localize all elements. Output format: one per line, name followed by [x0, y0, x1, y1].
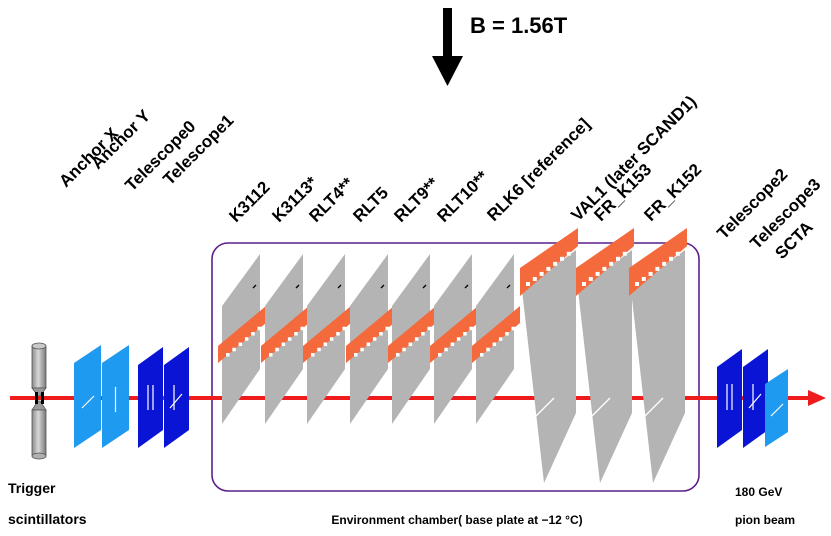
module-small — [261, 254, 309, 424]
anchor-x-plane — [74, 345, 101, 448]
module-label: K3112 — [225, 178, 273, 226]
module-small — [303, 254, 351, 424]
chamber-label: Environment chamber( base plate at −12 °… — [331, 513, 582, 527]
module-label: RLT5 — [349, 183, 392, 226]
trigger-scintillators — [31, 342, 47, 460]
module-small — [388, 254, 436, 424]
beam-label-line1: 180 GeV — [735, 485, 782, 499]
module-small — [472, 254, 520, 424]
beam-label-line2: pion beam — [735, 513, 795, 527]
environment-chamber — [211, 242, 700, 492]
module-label: RLT9** — [390, 174, 442, 226]
module-large — [576, 228, 634, 483]
module-small — [430, 254, 478, 424]
module-small — [346, 254, 394, 424]
trigger-label-line1: Trigger — [8, 480, 56, 496]
telescope0-plane — [138, 347, 163, 448]
telescope3-plane — [743, 349, 768, 448]
module-small — [218, 254, 266, 424]
scta-plane — [765, 369, 788, 447]
telescope1-plane — [164, 347, 189, 448]
beam-arrow-icon — [808, 390, 826, 406]
module-large — [520, 228, 578, 483]
telescope2-plane — [717, 349, 742, 448]
detector-modules — [218, 228, 687, 483]
magnetic-field-label: B = 1.56T — [470, 13, 568, 38]
magnetic-field-arrow — [432, 8, 463, 86]
module-label: VAL1 (later SCAND1) — [567, 92, 700, 225]
module-label: RLT10** — [433, 167, 492, 226]
trigger-label-line2: scintillators — [8, 511, 87, 527]
anchor-y-plane — [102, 345, 129, 448]
module-large — [629, 228, 687, 483]
